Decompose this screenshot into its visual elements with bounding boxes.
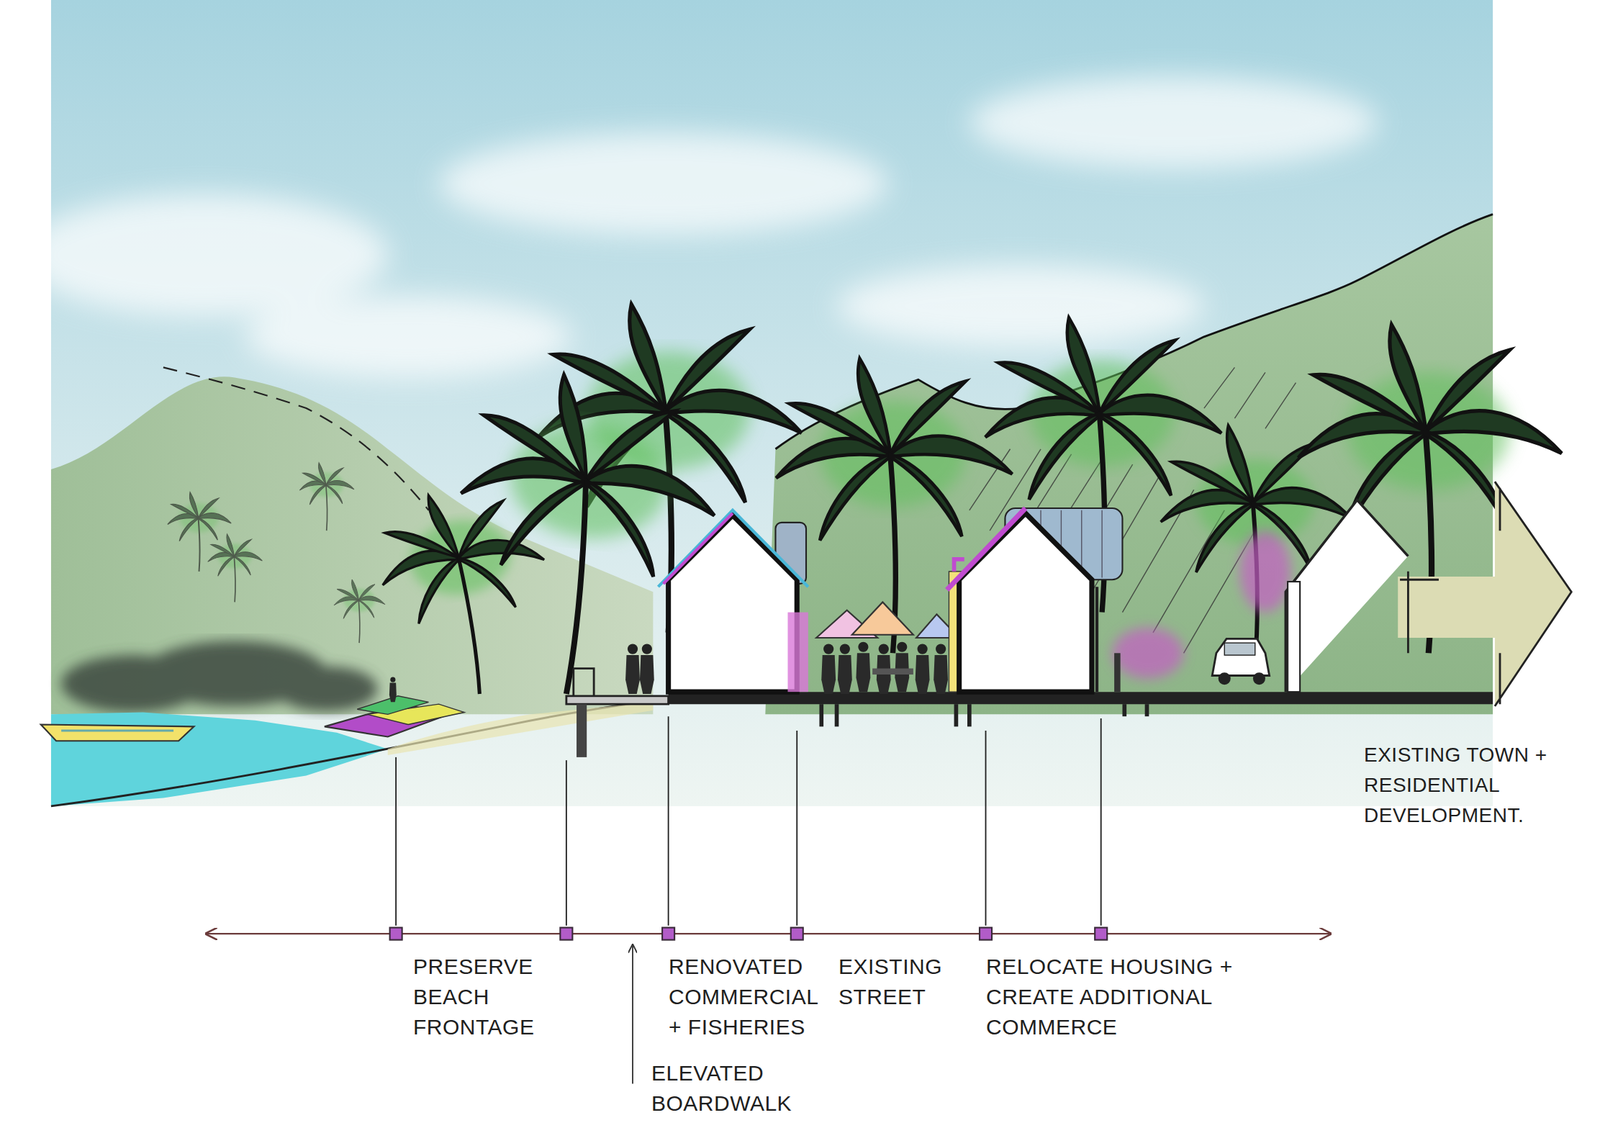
annotation-label: RELOCATE HOUSING + CREATE ADDITIONAL COM… xyxy=(986,951,1246,1043)
annotation-label: EXISTING TOWN + RESIDENTIAL DEVELOPMENT. xyxy=(1363,739,1588,831)
annotation-label: PRESERVE BEACH FRONTAGE xyxy=(413,951,565,1043)
annotation-label: ELEVATED BOARDWALK xyxy=(651,1058,839,1119)
annotation-label: RENOVATED COMMERCIAL + FISHERIES xyxy=(668,951,831,1043)
annotation-label: EXISTING STREET xyxy=(838,951,972,1012)
